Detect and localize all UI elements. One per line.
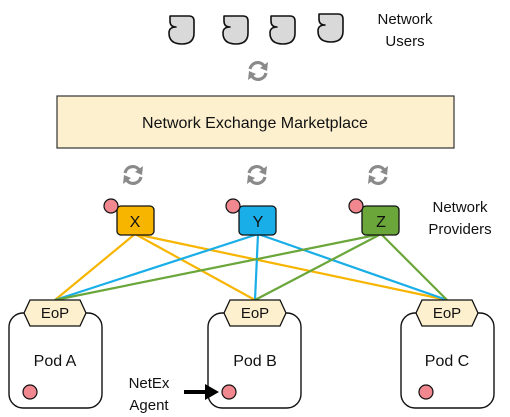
eop-badge [223,299,287,327]
agent-dot [221,384,237,400]
provider-connections [54,232,448,302]
provider-z: Z [348,198,400,236]
user-shield-icon [317,13,344,43]
pod-c-name: Pod C [425,353,469,370]
arrow-right-icon [184,384,219,400]
user-shield-icon [269,15,296,45]
provider-x-label: X [130,214,141,231]
netex-agent-callout: NetEx Agent [129,375,219,414]
network-providers-label-line2: Providers [428,221,491,238]
pod-b-name: Pod B [233,353,277,370]
agent-dot [22,384,38,400]
user-shield-icon [222,15,249,45]
provider-x: X [103,198,155,236]
pod-b-eop-label: EoP [241,305,269,322]
network-providers-label-line1: Network [432,199,488,216]
marketplace-label: Network Exchange Marketplace [142,115,368,132]
provider-y: Y [225,198,277,236]
sync-icon [366,164,390,186]
eop-badge [415,299,479,327]
pod-c: EoP Pod C [400,299,495,409]
pod-a-eop-label: EoP [41,305,69,322]
pod-a: EoP Pod A [8,299,103,409]
user-shield-icon [168,15,195,45]
eop-badge [23,299,87,327]
network-users-label-line2: Users [385,33,424,50]
agent-dot [418,384,434,400]
netex-agent-label-line2: Agent [129,397,169,414]
sync-icon [245,164,269,186]
pod-a-name: Pod A [34,353,77,370]
pod-b: EoP Pod B [207,299,302,409]
network-users-group: Network Users [168,11,433,50]
provider-y-label: Y [253,214,264,231]
pod-c-eop-label: EoP [433,305,461,322]
network-users-label-line1: Network [377,11,433,28]
provider-z-label: Z [376,214,386,231]
netex-agent-label-line1: NetEx [129,375,170,392]
marketplace: Network Exchange Marketplace [56,95,455,149]
sync-icon [246,60,270,82]
sync-icon [121,164,145,186]
